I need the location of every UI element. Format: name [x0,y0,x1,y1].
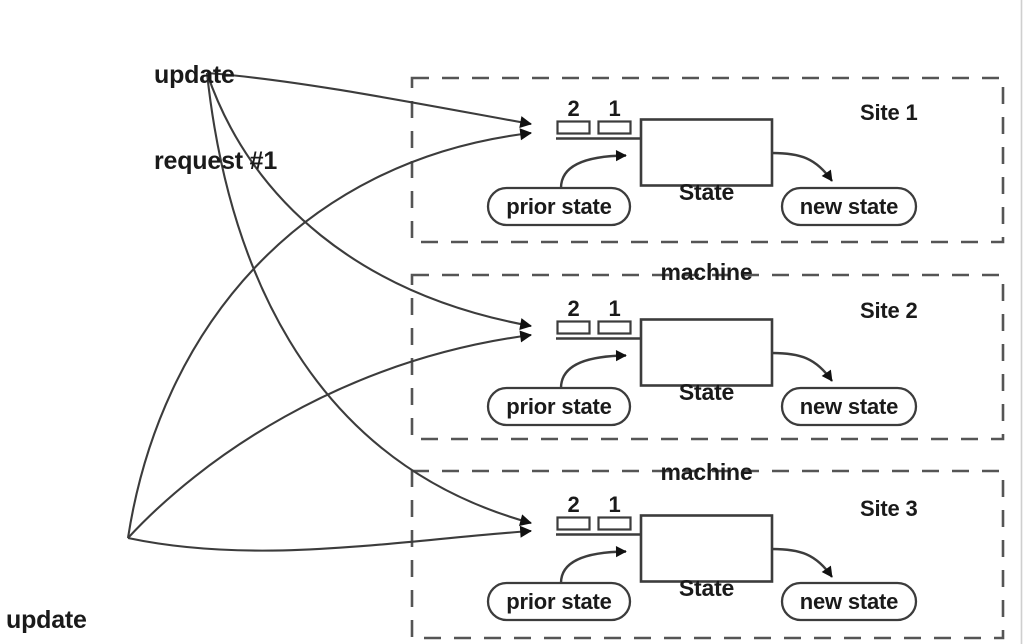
site-3-queue-slot-2 [556,516,591,531]
request-1-to-site-2-arrow [206,72,532,330]
site-2-prior-state-label: prior state [506,394,612,419]
request-2-to-site-1-arrow [126,128,532,539]
site-2-new-state-arrow [771,351,833,382]
site-1-queue-slot-2 [556,120,591,135]
site-3-new-state-pill [780,581,918,622]
site-3-state-machine-label: State machine [641,522,772,644]
request-2-to-site-2-arrow [127,330,532,539]
site-1-state-machine-label: State machine [641,126,772,339]
site-2-queue-slot-2-label: 2 [567,296,580,321]
site-1-queue-slot-1 [597,120,632,135]
site-1-new-state-arrow [771,151,833,182]
request-1-to-site-3-arrow [205,72,532,526]
site-3-state-machine-label-line-1: State [678,575,735,602]
site-1-prior-state-arrow [559,150,627,189]
site-1-new-state-pill [780,186,918,227]
site-2-prior-state-arrow [559,350,627,389]
site-2-queue-slot-1-label: 1 [608,296,621,321]
site-3-new-state-arrow [771,547,833,578]
site-1-state-machine-label-line-2: machine [660,259,753,286]
site-1-prior-state-pill [486,186,632,227]
request-1-label-line-1: update [154,61,235,89]
site-3-queue-slot-2-label: 2 [567,492,580,517]
request-1-label-line-2: request #1 [154,146,278,175]
request-2-to-site-3-arrow [127,525,532,552]
site-3-prior-state-pill [486,581,632,622]
request-2-label-line-1: update [6,606,87,634]
site-2-state-machine-label-line-2: machine [660,459,753,486]
site-1-boundary [410,76,1005,244]
site-2-state-machine-label-line-1: State [678,379,735,406]
site-1-label: Site 1 [860,100,918,125]
request-1-label: update request #1 [154,4,277,232]
site-3-queue-slot-1-label: 1 [608,492,621,517]
site-2-queue-slot-1 [597,320,632,335]
site-2-state-machine-box [639,318,774,387]
site-3-prior-state-arrow [559,546,627,584]
site-1-group [410,76,1005,244]
site-2-label: Site 2 [860,298,918,323]
site-3-prior-state-label: prior state [506,589,612,614]
site-2-group [410,273,1005,441]
site-1-queue-slot-1-label: 1 [608,96,621,121]
site-1-prior-state-label: prior state [506,194,612,219]
site-1-queue-slot-2-label: 2 [567,96,580,121]
site-3-boundary [410,469,1005,640]
site-1-new-state-label: new state [799,194,899,219]
site-3-label: Site 3 [860,496,918,521]
site-2-state-machine-label: State machine [641,326,772,539]
site-3-group [410,469,1005,640]
site-3-queue-slot-1 [597,516,632,531]
site-1-state-machine-label-line-1: State [678,179,735,206]
site-3-new-state-label: new state [799,589,899,614]
site-2-boundary [410,273,1005,441]
site-2-new-state-label: new state [799,394,899,419]
request-2-label: update request #2 [6,549,129,644]
site-2-new-state-pill [780,386,918,427]
request-1-to-site-1-arrow [206,71,532,128]
site-2-prior-state-pill [486,386,632,427]
site-2-queue-slot-2 [556,320,591,335]
site-1-state-machine-box [639,118,774,187]
